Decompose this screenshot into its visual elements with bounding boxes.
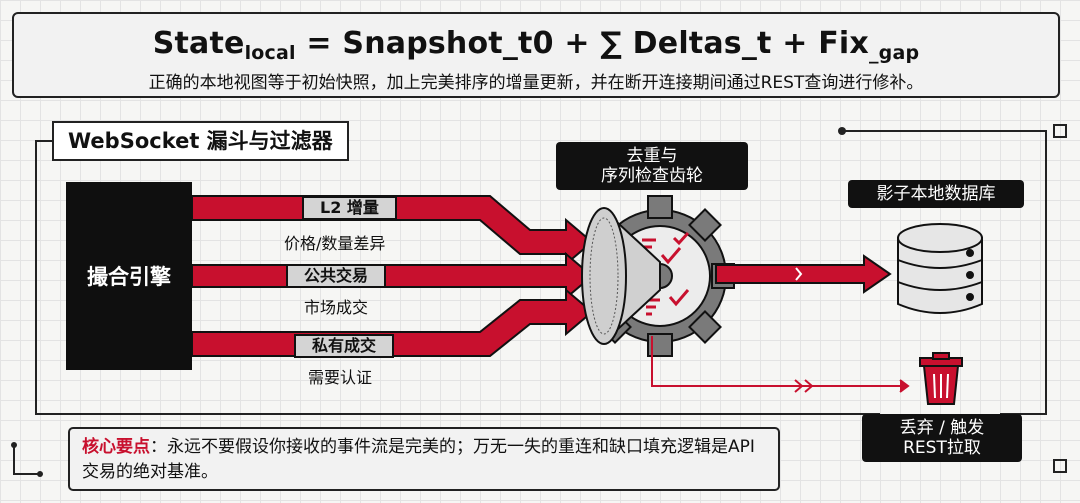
formula-snapshot-sub: _t0	[502, 26, 554, 61]
key-point-label: 核心要点	[82, 437, 150, 457]
database-icon	[897, 223, 983, 314]
formula: Statelocal = Snapshot_t0 + ∑ Deltas_t + …	[14, 26, 1058, 64]
formula-state-sub: local	[244, 42, 296, 64]
section-title: WebSocket 漏斗与过滤器	[52, 121, 349, 161]
stream-arrow-public	[191, 251, 594, 301]
stream-label-l2: L2 增量	[302, 196, 397, 220]
database-label: 影子本地数据库	[848, 180, 1024, 208]
gear-icon	[581, 195, 735, 357]
trash-icon	[919, 352, 963, 405]
frame-line-bottom-left	[13, 445, 40, 475]
discard-path	[651, 336, 910, 393]
formula-state: State	[152, 26, 245, 61]
frame-line-left	[35, 140, 880, 415]
formula-header: Statelocal = Snapshot_t0 + ∑ Deltas_t + …	[12, 12, 1060, 98]
stream-desc-l2: 价格/数量差异	[284, 234, 386, 253]
stream-arrow-l2	[191, 195, 594, 267]
formula-fix: + Fix	[771, 26, 869, 61]
matching-engine: 撮合引擎	[66, 182, 192, 370]
stream-desc-public: 市场成交	[304, 298, 369, 317]
stream-desc-private: 需要认证	[308, 368, 373, 387]
matching-engine-label: 撮合引擎	[87, 265, 171, 289]
formula-deltas: + ∑ Deltas	[553, 26, 742, 61]
stream-label-public: 公共交易	[286, 264, 387, 288]
arrow-to-database	[715, 254, 892, 294]
formula-fix-sub: _gap	[868, 42, 920, 64]
key-point-text: ：永远不要假设你接收的事件流是完美的；万无一失的重连和缺口填充逻辑是API交易的…	[82, 437, 755, 482]
frame-line-top-right	[842, 130, 1047, 415]
formula-subtitle: 正确的本地视图等于初始快照，加上完美排序的增量更新，并在断开连接期间通过REST…	[148, 73, 924, 93]
stream-label-private: 私有成交	[294, 334, 395, 358]
formula-snapshot: = Snapshot	[295, 26, 503, 61]
stream-arrow-private	[191, 287, 594, 357]
key-point-box: 核心要点：永远不要假设你接收的事件流是完美的；万无一失的重连和缺口填充逻辑是AP…	[68, 427, 780, 491]
gear-label: 去重与 序列检查齿轮	[556, 142, 748, 190]
formula-deltas-sub: _t	[741, 26, 772, 61]
trash-label: 丢弃 / 触发 REST拉取	[862, 414, 1022, 462]
